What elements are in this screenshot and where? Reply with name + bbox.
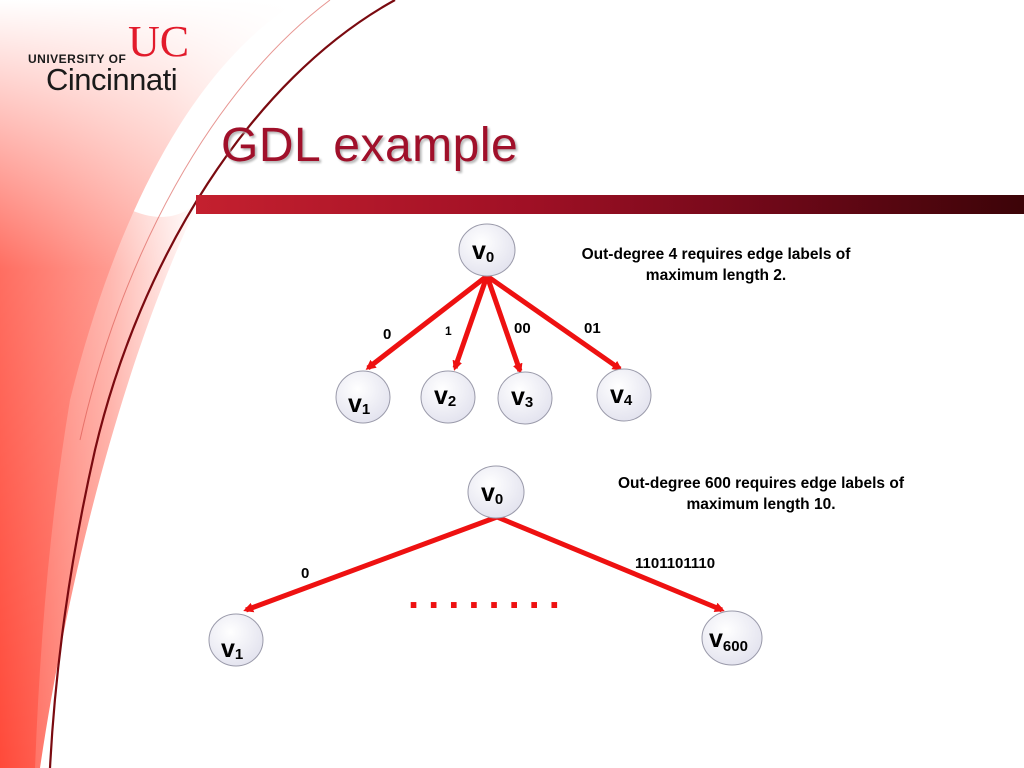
svg-text:v3: v3 xyxy=(511,383,533,411)
edge-label: 0 xyxy=(383,326,391,343)
edge-v0-v600 xyxy=(496,514,725,613)
node-top-child: v3 xyxy=(497,371,553,425)
svg-text:v2: v2 xyxy=(434,382,456,410)
edge-v0-v1 xyxy=(365,274,489,370)
logo-university-of: UNIVERSITY OF xyxy=(28,52,127,66)
edge-v0-v1 xyxy=(243,514,498,613)
svg-text:v1: v1 xyxy=(221,635,243,663)
edge-label: 1 xyxy=(445,324,452,338)
node-bottom-child: v1 xyxy=(208,613,264,667)
node-root-bottom: v0 xyxy=(467,465,525,519)
edge-label: 0 xyxy=(301,565,309,582)
edge-label: 00 xyxy=(514,320,531,337)
svg-text:v0: v0 xyxy=(472,237,494,266)
node-bottom-child: v600 xyxy=(701,610,763,666)
edge-v0-v3 xyxy=(484,275,523,374)
slide-title: GDL example xyxy=(221,119,519,172)
university-logo: UC UNIVERSITY OF Cincinnati xyxy=(28,16,198,97)
bottom-edges xyxy=(243,514,725,613)
svg-text:v600: v600 xyxy=(709,625,748,655)
edge-label: 1101101110 xyxy=(635,555,715,572)
node-top-child: v1 xyxy=(335,370,391,424)
svg-text:v0: v0 xyxy=(481,479,503,508)
dark-arc-line xyxy=(48,0,396,768)
note-top: Out-degree 4 requires edge labels of max… xyxy=(581,246,851,284)
uc-mark-icon: UC xyxy=(128,17,189,66)
edge-v0-v2 xyxy=(452,275,490,371)
svg-text:UC: UC xyxy=(128,17,189,66)
node-root-top: v0 xyxy=(458,223,516,277)
top-edges xyxy=(365,273,623,374)
node-top-child: v2 xyxy=(420,370,476,424)
edge-label: 01 xyxy=(584,320,601,337)
note-bottom: Out-degree 600 requires edge labels of m… xyxy=(618,475,904,513)
svg-text:v1: v1 xyxy=(348,390,370,418)
node-top-child: v4 xyxy=(596,368,652,422)
ellipsis: ........ xyxy=(408,573,569,617)
thin-arc-line xyxy=(79,0,331,441)
edge-v0-v4 xyxy=(485,273,623,372)
logo-cincinnati: Cincinnati xyxy=(46,62,178,97)
title-underline-bar xyxy=(196,195,1024,214)
svg-text:v4: v4 xyxy=(610,381,633,409)
